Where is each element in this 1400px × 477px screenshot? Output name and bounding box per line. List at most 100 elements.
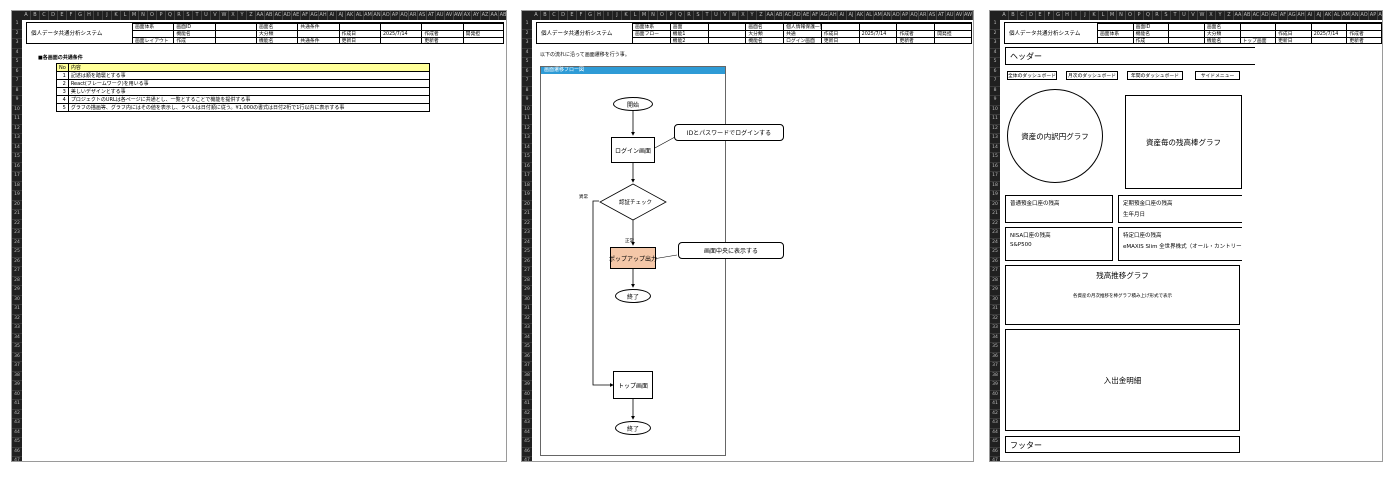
flow-node-end2: 終了 xyxy=(615,421,651,435)
dashboard-yearly-button[interactable]: 年間のダッシュボード xyxy=(1127,71,1183,80)
meta-cell: 更新者 xyxy=(421,37,463,44)
callout-login: IDとパスワードでログインする xyxy=(674,124,784,141)
meta-cell xyxy=(896,23,935,30)
meta-cell: 作成者 xyxy=(1346,30,1382,37)
label-normal: 正常 xyxy=(625,239,634,244)
side-menu-button[interactable]: サイドメニュー xyxy=(1195,71,1240,80)
meta-cell xyxy=(934,23,972,30)
balance-trend-chart-placeholder: 残高推移グラフ 各資産の月次推移を棒グラフ積み上げ形式で表示 xyxy=(1005,265,1240,325)
meta-cell: 大分類 xyxy=(255,30,298,37)
row-number: 3 xyxy=(56,87,69,96)
meta-cell: 画面名 xyxy=(745,23,784,30)
meta-cell: 画面レイアウト xyxy=(132,37,174,44)
meta-cell xyxy=(462,23,504,30)
meta-cell xyxy=(1168,23,1204,30)
meta-cell: 開発担 xyxy=(934,30,972,37)
meta-cell: 作成日 xyxy=(1275,30,1311,37)
flow-node-check: 認証チェック xyxy=(619,200,653,206)
row-number: 1 xyxy=(56,71,69,80)
flow-node-login: ログイン画面 xyxy=(611,137,655,163)
savings-balance-card: 普通預金口座の残高 xyxy=(1005,195,1113,223)
row-content: グラフの描画等、グラフ内にはその値を表示し、ラベルは日付順に従う。¥1,000の… xyxy=(67,103,431,112)
meta-cell: 画面体系 xyxy=(1097,30,1133,37)
meta-cell: 大分類 xyxy=(1203,30,1240,37)
meta-cell xyxy=(1168,37,1204,44)
meta-cell xyxy=(1310,37,1347,44)
balance-trend-note: 各資産の月次推移を棒グラフ積み上げ形式で表示 xyxy=(1073,294,1172,299)
row-number: 5 xyxy=(56,103,69,112)
meta-cell xyxy=(707,23,746,30)
layout-header: ヘッダー xyxy=(1005,47,1255,65)
meta-cell xyxy=(338,23,380,30)
system-title: 個人データ共通分析システム xyxy=(1009,31,1081,37)
row-content: React(フレームワーク)を用いる事 xyxy=(67,79,431,88)
callout-popup: 画面中央に表示する xyxy=(678,242,784,259)
meta-cell: 画面ID xyxy=(1132,23,1169,30)
meta-cell: 画面名 xyxy=(1203,23,1240,30)
fixed-deposit-card: 定期預金口座の残高 生年月日 xyxy=(1118,195,1242,223)
meta-cell: 共通条件 xyxy=(297,23,339,30)
meta-cell: 開発担 xyxy=(462,30,504,37)
flow-node-top: トップ画面 xyxy=(613,371,653,399)
meta-cell: ログイン画面 xyxy=(783,37,821,44)
meta-cell: 画面体系 xyxy=(632,23,670,30)
meta-cell: 2025/7/14 xyxy=(1310,30,1347,37)
meta-cell: 画面 xyxy=(669,23,708,30)
meta-cell: 個人情報保護一覧 xyxy=(783,23,821,30)
meta-cell: 共通条件 xyxy=(297,37,339,44)
dashboard-monthly-button[interactable]: 月次のダッシュボード xyxy=(1066,71,1118,80)
dashboard-all-button[interactable]: 全体のダッシュボード xyxy=(1007,71,1057,80)
meta-cell xyxy=(632,37,670,44)
row-content: 美しいデザインとする事 xyxy=(67,87,431,96)
row-number: 2 xyxy=(56,79,69,88)
flow-connectors xyxy=(592,109,678,420)
meta-cell xyxy=(820,23,859,30)
meta-cell: トップ画面 xyxy=(1239,37,1276,44)
flow-instruction: 以下の流れに沿って画面遷移を行う事。 xyxy=(540,52,630,58)
meta-cell xyxy=(1310,23,1347,30)
meta-cell xyxy=(379,23,422,30)
meta-cell xyxy=(858,23,897,30)
asset-bar-chart-placeholder: 資産毎の残高棒グラフ xyxy=(1125,95,1242,189)
fixed-deposit-sub: 生年月日 xyxy=(1123,212,1146,218)
asset-pie-chart-placeholder: 資産の内訳円グラフ xyxy=(1007,89,1103,183)
meta-cell xyxy=(707,30,746,37)
meta-cell: 共通 xyxy=(783,30,821,37)
meta-cell xyxy=(1275,23,1311,30)
securities-balance-card: 特定口座の残高 eMAXIS Slim 全世界株式（オール・カントリー） xyxy=(1118,227,1242,261)
meta-cell: 画面体系 xyxy=(132,23,174,30)
meta-cell: 作成日 xyxy=(338,30,380,37)
layout-footer: フッター xyxy=(1005,436,1240,453)
meta-cell: 機能1 xyxy=(669,30,708,37)
meta-cell xyxy=(1097,37,1133,44)
meta-cell xyxy=(1097,23,1133,30)
flow-node-start: 開始 xyxy=(613,97,653,111)
meta-cell: 機能2 xyxy=(669,37,708,44)
meta-cell xyxy=(421,23,463,30)
section-title: ■各画面の共通条件 xyxy=(38,55,83,61)
meta-cell xyxy=(379,37,422,44)
meta-cell: 機能名 xyxy=(745,37,784,44)
meta-cell xyxy=(1239,23,1276,30)
flow-node-end1: 終了 xyxy=(615,289,651,303)
meta-cell xyxy=(934,37,972,44)
securities-balance-sub: eMAXIS Slim 全世界株式（オール・カントリー） xyxy=(1123,244,1242,250)
col-no: No xyxy=(56,63,69,72)
meta-cell: 作成者 xyxy=(896,30,935,37)
balance-trend-title: 残高推移グラフ xyxy=(1096,271,1149,280)
